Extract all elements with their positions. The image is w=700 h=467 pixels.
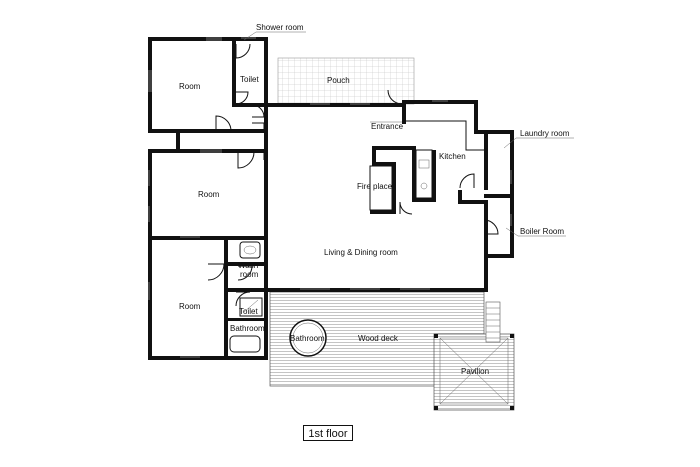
label-bathroom-tub: Bathroom xyxy=(290,334,325,343)
label-room-top: Room xyxy=(179,82,201,91)
deck-stairs xyxy=(485,301,501,343)
label-laundry-room: Laundry room xyxy=(520,129,570,138)
label-bathroom-small: Bathroom xyxy=(230,324,265,333)
label-living-dining: Living & Dining room xyxy=(324,248,398,257)
label-wood-deck: Wood deck xyxy=(358,334,399,343)
walls xyxy=(148,37,514,360)
label-pouch: Pouch xyxy=(327,76,350,85)
label-room-bottom: Room xyxy=(179,302,201,311)
floor-title: 1st floor xyxy=(303,425,353,441)
interior-lines xyxy=(369,120,484,211)
label-toilet-top: Toilet xyxy=(240,75,259,84)
label-fire-place: Fire place xyxy=(357,182,393,191)
windows xyxy=(148,37,512,358)
label-toilet-bottom: Toilet xyxy=(239,307,258,316)
label-room-middle: Room xyxy=(198,190,220,199)
fixtures xyxy=(229,159,430,357)
label-wash-room-line1: Wash xyxy=(238,261,258,270)
doors xyxy=(207,43,499,307)
label-wash-room-line2: room xyxy=(240,270,259,279)
label-pavilion: Pavilion xyxy=(461,367,489,376)
label-entrance: Entrance xyxy=(371,122,404,131)
label-kitchen: Kitchen xyxy=(439,152,466,161)
pavilion-area xyxy=(433,333,515,411)
leader-lines xyxy=(243,31,574,237)
room-labels: Shower room Toilet Pouch Room Entrance L… xyxy=(179,23,570,376)
pouch-area xyxy=(277,57,415,105)
label-shower-room: Shower room xyxy=(256,23,304,32)
label-boiler-room: Boiler Room xyxy=(520,227,564,236)
